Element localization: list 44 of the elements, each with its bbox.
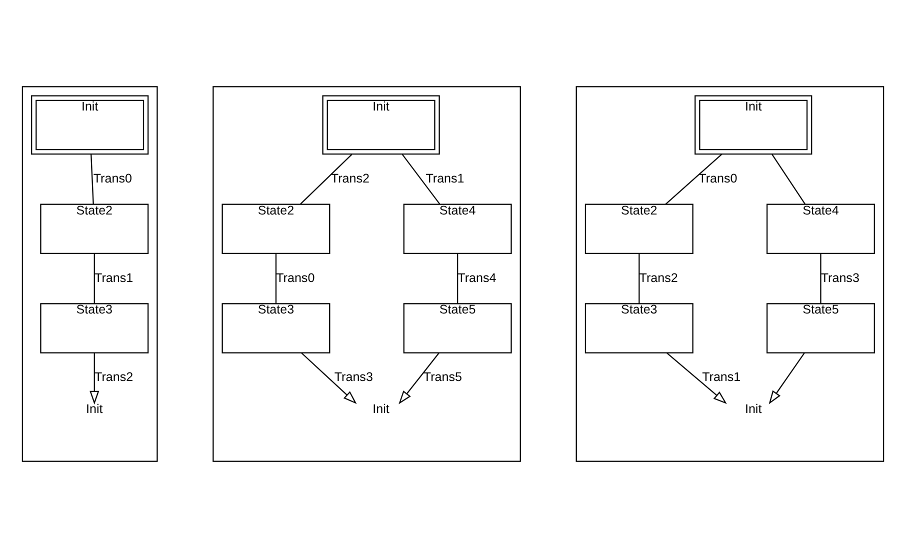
connector: [90, 154, 94, 204]
node-box: State4: [766, 204, 875, 254]
cluster: [212, 86, 521, 462]
edge-label: Trans0: [276, 270, 315, 285]
cluster: [576, 86, 884, 462]
node-box: State2: [40, 204, 149, 254]
arrow: [666, 352, 727, 404]
node-box: State2: [584, 204, 694, 254]
node-box: State2: [222, 204, 330, 254]
node-box: State4: [403, 204, 512, 254]
node-text: Init: [86, 402, 103, 416]
edge-label: Trans4: [458, 270, 496, 285]
edge-label: Trans5: [423, 370, 462, 384]
node-box: State3: [222, 303, 330, 354]
node-text: Init: [372, 402, 390, 416]
cluster: [22, 86, 158, 462]
arrow: [398, 352, 440, 404]
arrow: [768, 352, 805, 404]
node-box: Init: [322, 95, 440, 155]
edge-label: Trans2: [639, 270, 678, 285]
node-box: Init: [694, 95, 812, 155]
edge-label: Trans2: [330, 171, 370, 186]
connector: [820, 254, 822, 304]
node-box: State3: [584, 303, 694, 354]
connector: [665, 154, 722, 205]
node-box: State3: [40, 303, 149, 354]
connector: [457, 254, 458, 304]
arrow: [301, 352, 357, 404]
node-box: State5: [766, 303, 875, 354]
node-box: Init: [31, 95, 149, 155]
edge-label: Trans3: [334, 370, 373, 384]
connector: [402, 154, 440, 204]
edge-label: Trans0: [698, 171, 738, 186]
connector: [275, 254, 277, 304]
connector: [94, 254, 95, 304]
node-box: State5: [403, 303, 512, 354]
connector: [638, 254, 640, 304]
edge-label: Trans1: [702, 370, 741, 384]
edge-label: Trans1: [426, 171, 464, 186]
connector: [300, 154, 352, 204]
arrow: [90, 352, 100, 405]
node-text: Init: [744, 402, 762, 416]
connector: [772, 154, 806, 204]
edge-label: Trans0: [93, 171, 132, 186]
